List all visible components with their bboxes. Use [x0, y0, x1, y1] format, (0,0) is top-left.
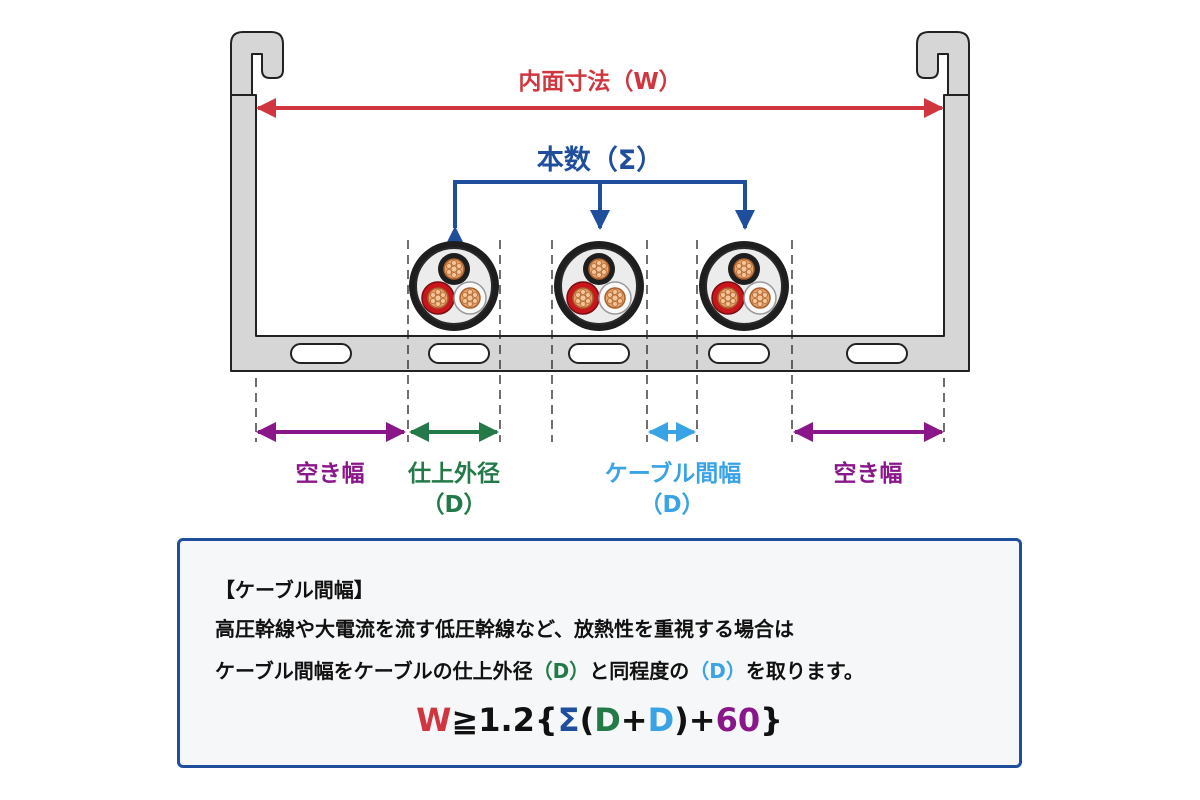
finished-od-label: 仕上外径 — [408, 461, 500, 487]
tray-slot — [428, 343, 490, 364]
formula-d-finished: D — [594, 701, 621, 739]
formula-d-spacing: D — [647, 701, 675, 739]
guide-lines — [255, 240, 945, 442]
formula-close-brace: } — [760, 701, 783, 739]
formula-plus: + — [688, 701, 716, 739]
formula-sigma: Σ — [557, 701, 580, 739]
tray-slot — [846, 343, 908, 364]
info-line-1: 高圧幹線や大電流を流す低圧幹線など、放熱性を重視する場合は — [215, 617, 794, 641]
cable-cross-section — [698, 240, 790, 332]
clearance-left-label: 空き幅 — [295, 461, 365, 487]
clearance-right-label: 空き幅 — [833, 461, 903, 487]
formula-close-paren: ) — [674, 701, 689, 739]
formula-w: W — [416, 701, 452, 739]
tray-slot — [568, 343, 630, 364]
tray-slot — [708, 343, 770, 364]
info-line-2-text-a: ケーブル間幅をケーブルの仕上外径 — [215, 659, 533, 683]
inner-width-label: 内面寸法（W） — [518, 69, 682, 95]
formula: W≧1.2{Σ(D+D)+60} — [180, 701, 1019, 739]
formula-geq: ≧1.2{ — [451, 701, 558, 739]
info-line-2-text-c: を取ります。 — [745, 659, 864, 683]
info-line-2-text-b: と同程度の — [589, 659, 690, 683]
formula-plus: + — [620, 701, 648, 739]
tray-slot — [290, 343, 352, 364]
cable-cross-section — [553, 240, 645, 332]
count-bracket — [445, 180, 755, 246]
info-d-spacing: （D） — [689, 659, 746, 683]
finished-od-symbol: （D） — [421, 492, 487, 518]
formula-sixty: 60 — [715, 701, 761, 739]
formula-open-paren: ( — [579, 701, 595, 739]
tray-left-hook — [230, 31, 284, 96]
cable-cross-section — [409, 241, 499, 331]
cable-tray-diagram — [230, 31, 970, 442]
info-d-finished: （D） — [532, 659, 590, 683]
spacing-symbol: （D） — [639, 492, 705, 518]
count-label: 本数（Σ） — [536, 145, 664, 176]
info-box: 【ケーブル間幅】 高圧幹線や大電流を流す低圧幹線など、放熱性を重視する場合は ケ… — [177, 538, 1022, 768]
tray-right-hook — [916, 31, 970, 96]
tray-slots — [290, 343, 908, 364]
info-line-2: ケーブル間幅をケーブルの仕上外径（D）と同程度の（D）を取ります。 — [215, 655, 864, 684]
info-title: 【ケーブル間幅】 — [215, 578, 374, 602]
spacing-label: ケーブル間幅 — [604, 461, 742, 487]
